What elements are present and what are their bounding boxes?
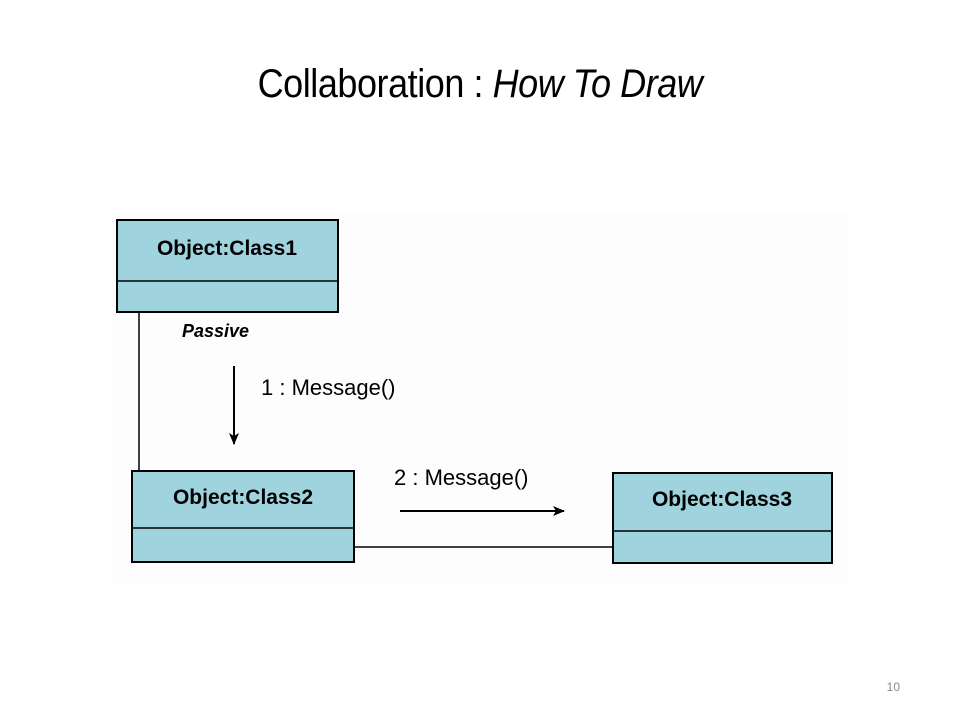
message-2-label: 2 : Message() bbox=[394, 465, 529, 490]
message-1-label: 1 : Message() bbox=[261, 375, 396, 400]
object-class1-label: Object:Class1 bbox=[157, 237, 297, 260]
title-emphasis: How To Draw bbox=[492, 62, 703, 106]
title-main: Collaboration : bbox=[257, 62, 493, 106]
object-class3-label: Object:Class3 bbox=[652, 488, 792, 511]
object-class3-box: Object:Class3 bbox=[612, 472, 833, 564]
slide-title: Collaboration : How To Draw bbox=[48, 62, 912, 107]
object-class1-box: Object:Class1 bbox=[116, 219, 339, 313]
object-class2-label: Object:Class2 bbox=[173, 486, 313, 509]
page-number: 10 bbox=[886, 680, 900, 694]
object-class2-box: Object:Class2 bbox=[131, 470, 355, 563]
link-passive-label: Passive bbox=[182, 321, 249, 341]
